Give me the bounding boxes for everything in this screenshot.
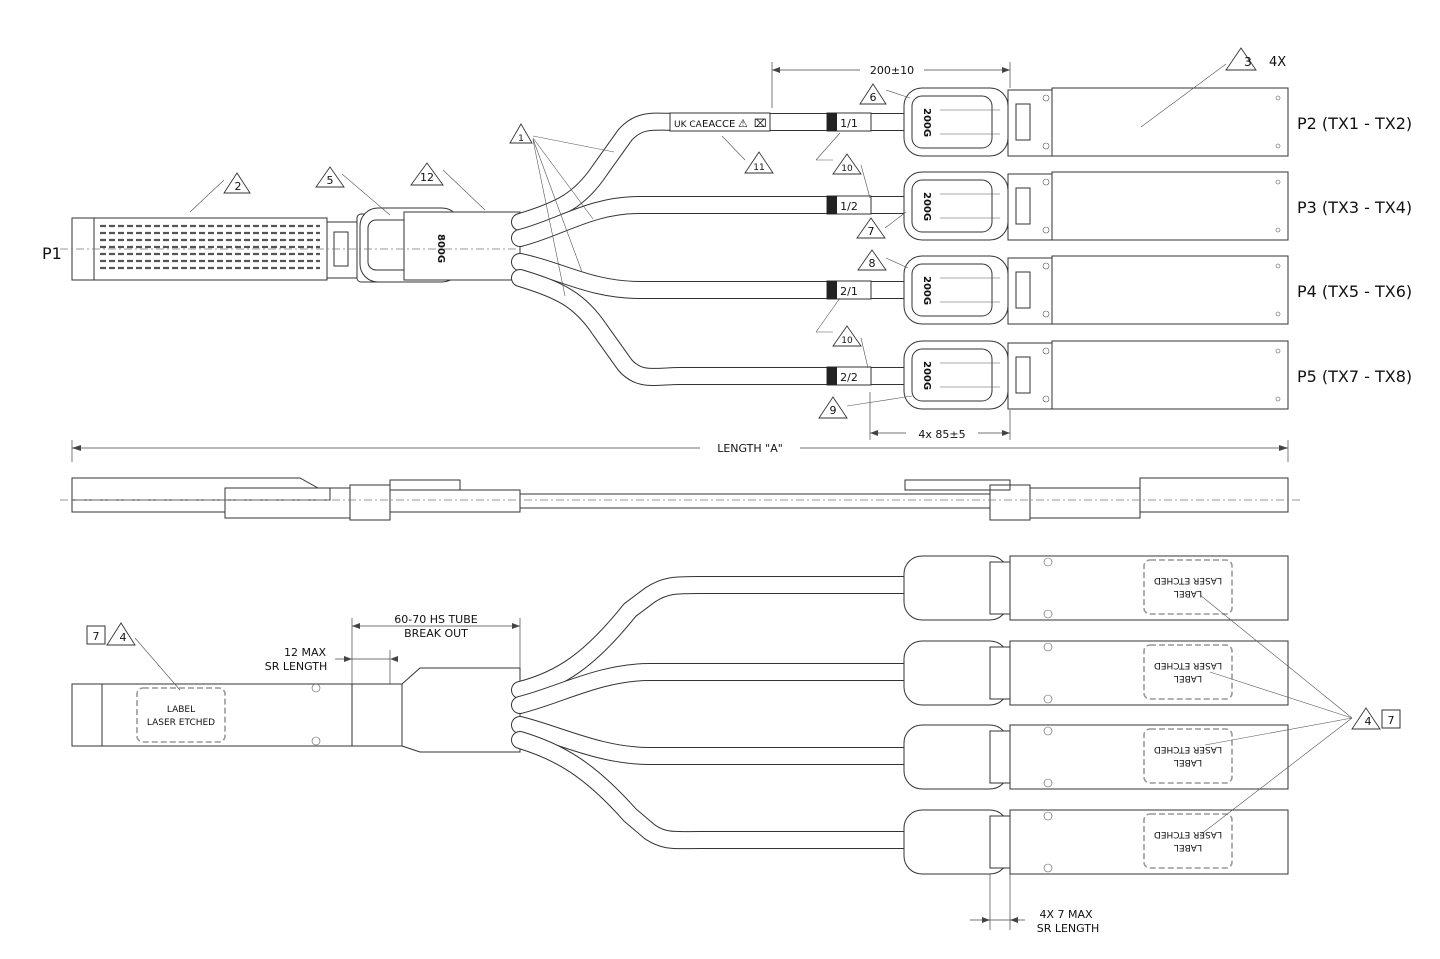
bottom-branch-cables <box>511 576 919 850</box>
dimension-hs-tube: 60-70 HS TUBE BREAK OUT <box>351 613 521 684</box>
top-view: UK CA EAC CE ⚠ ⌧ 1/1 1/2 2/1 2/2 <box>42 47 1412 441</box>
dimension-tail: 200±10 <box>771 62 1011 108</box>
bottom-module-2-label-line1: LABEL <box>1174 673 1202 683</box>
balloon-6-text: 6 <box>870 91 877 104</box>
balloon-1: 1 <box>509 123 615 297</box>
balloon-8-text: 8 <box>869 257 876 270</box>
port-label-p5: P5 (TX7 - TX8) <box>1297 367 1412 386</box>
dimension-breakout-spacing: 4x 85±5 <box>869 392 1011 441</box>
port-label-p1: P1 <box>42 244 62 263</box>
module-p4 <box>903 255 1289 325</box>
bottom-p1-module: LABEL LASER ETCHED <box>71 667 521 753</box>
balloon-2: 2 <box>189 172 251 213</box>
port-label-p4: P4 (TX5 - TX6) <box>1297 282 1412 301</box>
branch-cables <box>511 112 919 387</box>
balloon-12-text: 12 <box>420 171 434 184</box>
balloon-1-text: 1 <box>518 134 524 144</box>
balloon-10-upper: 10 <box>815 132 871 199</box>
balloon-2-text: 2 <box>235 180 242 193</box>
bottom-module-1: LASER ETCHED LABEL <box>903 555 1289 621</box>
bottom-module-2: LASER ETCHED LABEL <box>903 640 1289 706</box>
bottom-module-2-label-line2: LASER ETCHED <box>1154 660 1222 670</box>
dimension-sr-4x-line2: SR LENGTH <box>1037 922 1100 935</box>
module-p3 <box>903 171 1289 241</box>
p1-module <box>60 207 521 283</box>
bottom-module-4-label-line2: LASER ETCHED <box>1154 829 1222 839</box>
balloon-12: 12 <box>410 162 486 211</box>
dimension-sr-4x: 4X 7 MAX SR LENGTH <box>970 874 1099 935</box>
side-view: LENGTH "A" <box>60 440 1300 521</box>
balloon-3-text: 3 <box>1244 55 1252 69</box>
dimension-hs-tube-line1: 60-70 HS TUBE <box>394 613 478 626</box>
p1-heatsink-fins <box>100 224 320 270</box>
balloon-group-right: 4 7 <box>1199 594 1401 836</box>
balloon-7: 7 <box>856 211 907 239</box>
dimension-sr-4x-line1: 4X 7 MAX <box>1039 908 1093 921</box>
cable-label-2-2: 2/2 <box>840 371 858 384</box>
pull-tab-text-p4: 200G <box>921 276 932 305</box>
dimension-length-text: LENGTH "A" <box>717 442 783 455</box>
cable-label-1-1: 1/1 <box>840 117 858 130</box>
balloon-11-text: 11 <box>753 163 764 173</box>
cert-weee-icon: ⌧ <box>754 117 767 130</box>
cert-ce: CE <box>722 119 735 130</box>
bottom-p1-label-line1: LABEL <box>167 705 195 715</box>
bottom-module-3-label-line2: LASER ETCHED <box>1154 744 1222 754</box>
dimension-hs-tube-line2: BREAK OUT <box>404 627 468 640</box>
cert-warning-icon: ⚠ <box>738 117 748 130</box>
bottom-modules: LASER ETCHED LABEL LASER ETCHED LABEL LA… <box>903 555 1289 875</box>
bottom-module-3: LASER ETCHED LABEL <box>903 724 1289 790</box>
pull-tab-text-p2: 200G <box>921 108 932 137</box>
bottom-module-1-label-line2: LASER ETCHED <box>1154 575 1222 585</box>
dimension-length: LENGTH "A" <box>71 440 1289 462</box>
balloon-5-text: 5 <box>327 174 334 187</box>
balloon-group-left: 7 4 <box>86 622 181 691</box>
bottom-module-3-label-line1: LABEL <box>1174 757 1202 767</box>
module-p5 <box>903 340 1289 410</box>
cert-eac: EAC <box>702 119 722 130</box>
cable-label-1-2: 1/2 <box>840 200 858 213</box>
balloon-5: 5 <box>315 166 391 216</box>
balloon-3: 3 4X <box>1140 47 1286 128</box>
balloon-7-text: 7 <box>868 225 875 238</box>
cable-label-2-1: 2/1 <box>840 285 858 298</box>
port-label-p2: P2 (TX1 - TX2) <box>1297 114 1412 133</box>
module-p2 <box>903 87 1289 157</box>
bottom-p1-label-line2: LASER ETCHED <box>147 718 215 728</box>
dimension-sr-max-line1: 12 MAX <box>284 646 327 659</box>
balloon-4-left-text: 4 <box>120 631 127 644</box>
port-label-p3: P3 (TX3 - TX4) <box>1297 198 1412 217</box>
bottom-module-4-label-line1: LABEL <box>1174 842 1202 852</box>
balloon-6: 6 <box>859 83 911 105</box>
balloon-9-text: 9 <box>830 404 837 417</box>
balloon-9: 9 <box>818 395 913 419</box>
pull-tab-text-800g: 800G <box>435 234 446 263</box>
cert-marks: UK CA EAC CE ⚠ ⌧ <box>669 112 771 132</box>
breakout-modules <box>903 87 1289 410</box>
boxed-note-7-left: 7 <box>93 630 100 643</box>
dimension-breakout-spacing-text: 4x 85±5 <box>918 428 965 441</box>
balloon-10-lower-text: 10 <box>841 336 853 346</box>
balloon-10-upper-text: 10 <box>841 164 853 174</box>
balloon-4-right-text: 4 <box>1365 715 1372 728</box>
balloon-8: 8 <box>857 249 909 271</box>
cert-ukca: UK CA <box>674 120 703 130</box>
dimension-sr-max-line2: SR LENGTH <box>265 660 328 673</box>
bottom-module-4: LASER ETCHED LABEL <box>903 809 1289 875</box>
balloon-11: 11 <box>721 135 774 174</box>
balloon-10-lower: 10 <box>815 297 869 369</box>
dimension-tail-text: 200±10 <box>870 64 914 77</box>
pull-tab-text-p5: 200G <box>921 361 932 390</box>
bottom-module-1-label-line1: LABEL <box>1174 588 1202 598</box>
pull-tab-text-p3: 200G <box>921 192 932 221</box>
balloon-3-qty: 4X <box>1269 55 1286 70</box>
cable-labels: 1/1 1/2 2/1 2/2 <box>826 112 872 386</box>
boxed-note-7-right: 7 <box>1388 714 1395 727</box>
bottom-view: LABEL LASER ETCHED LASER ETCHED LABEL <box>71 555 1401 935</box>
dimension-sr-max: 12 MAX SR LENGTH <box>265 646 398 684</box>
